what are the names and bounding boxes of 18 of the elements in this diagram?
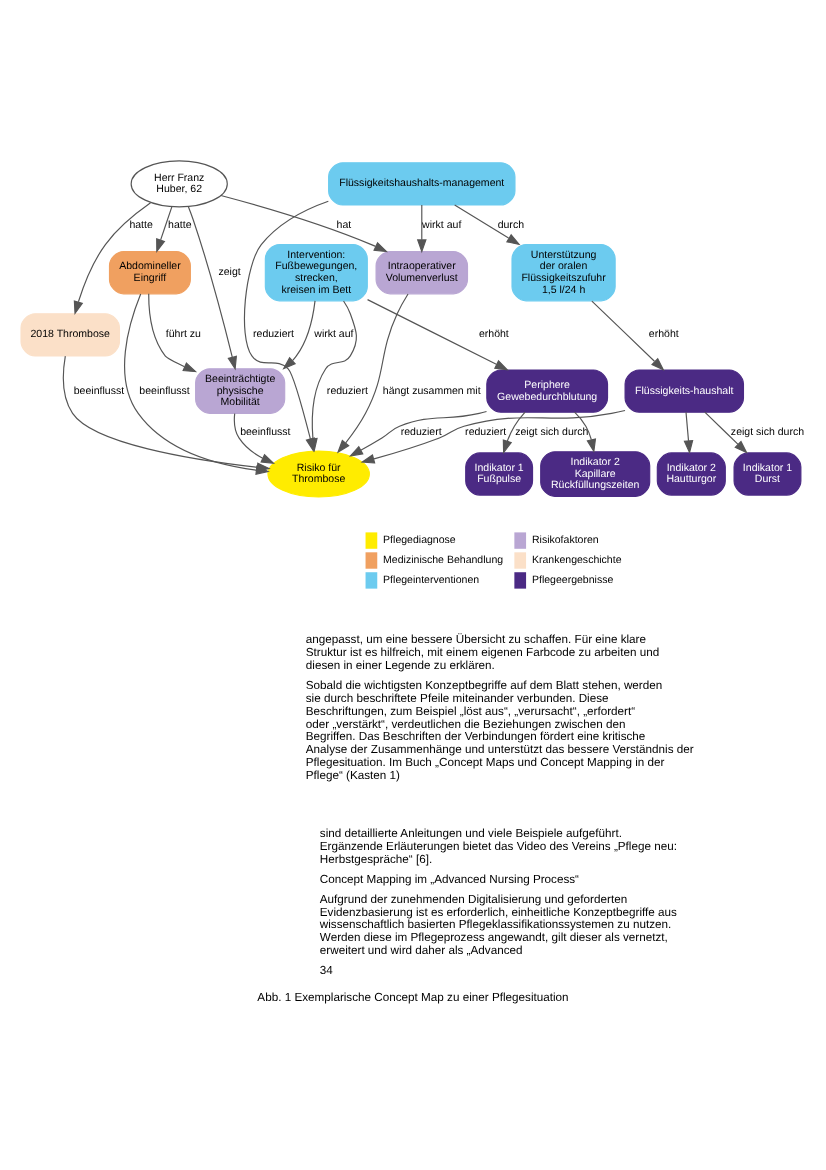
arrow — [704, 411, 748, 454]
arrow — [574, 411, 597, 454]
arrow — [187, 206, 237, 371]
arrow — [348, 410, 488, 457]
arrow — [591, 300, 665, 371]
arrow — [683, 411, 694, 455]
arrow — [220, 194, 388, 253]
arrow — [416, 204, 427, 254]
arrow — [148, 293, 198, 373]
arrow — [156, 206, 173, 253]
arrow — [282, 300, 316, 370]
arrow — [360, 409, 626, 464]
arrow — [233, 413, 276, 464]
arrow — [502, 411, 526, 455]
arrow — [336, 293, 409, 454]
arrow — [454, 204, 521, 246]
arrow — [366, 299, 509, 371]
arrow — [73, 202, 152, 316]
